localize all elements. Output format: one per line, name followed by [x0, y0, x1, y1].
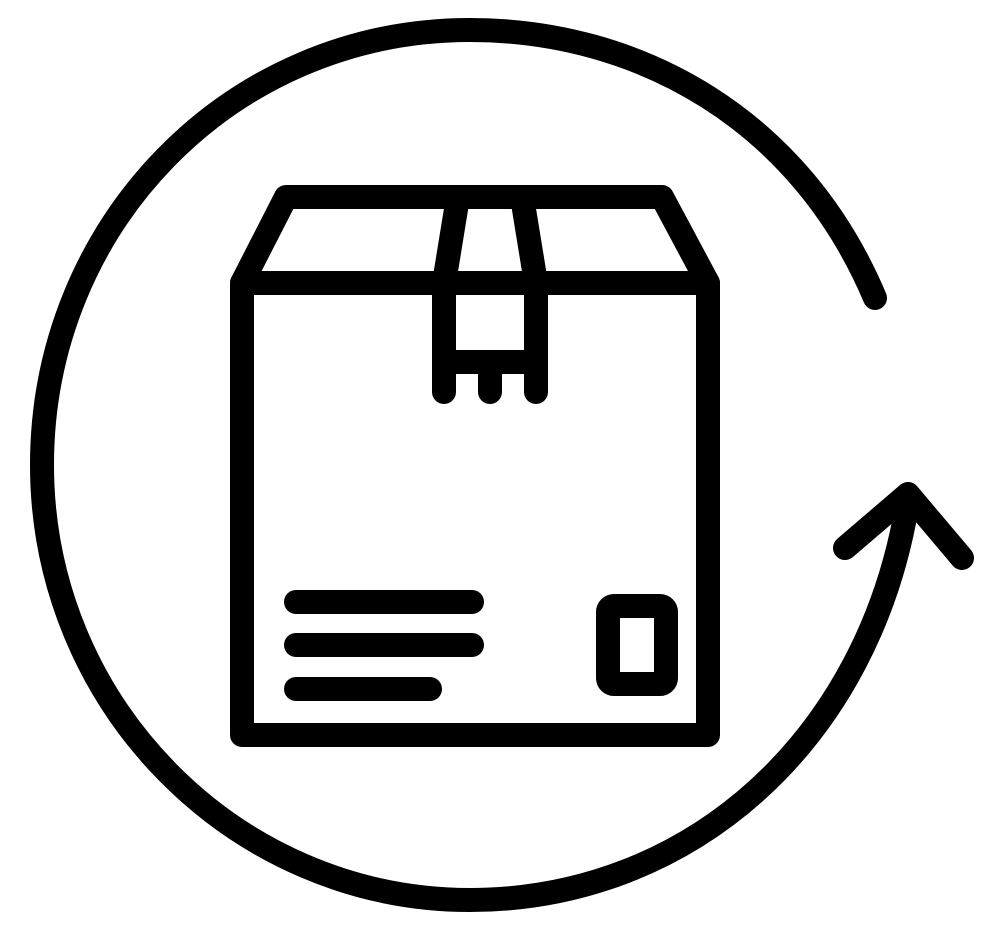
stamp-sticker [596, 594, 678, 696]
tape-top [432, 185, 548, 295]
box-front [230, 271, 720, 747]
arrowhead [833, 482, 974, 570]
box-lid [230, 185, 720, 295]
circular-arrow-arc [30, 18, 920, 912]
tape-front [432, 271, 548, 404]
